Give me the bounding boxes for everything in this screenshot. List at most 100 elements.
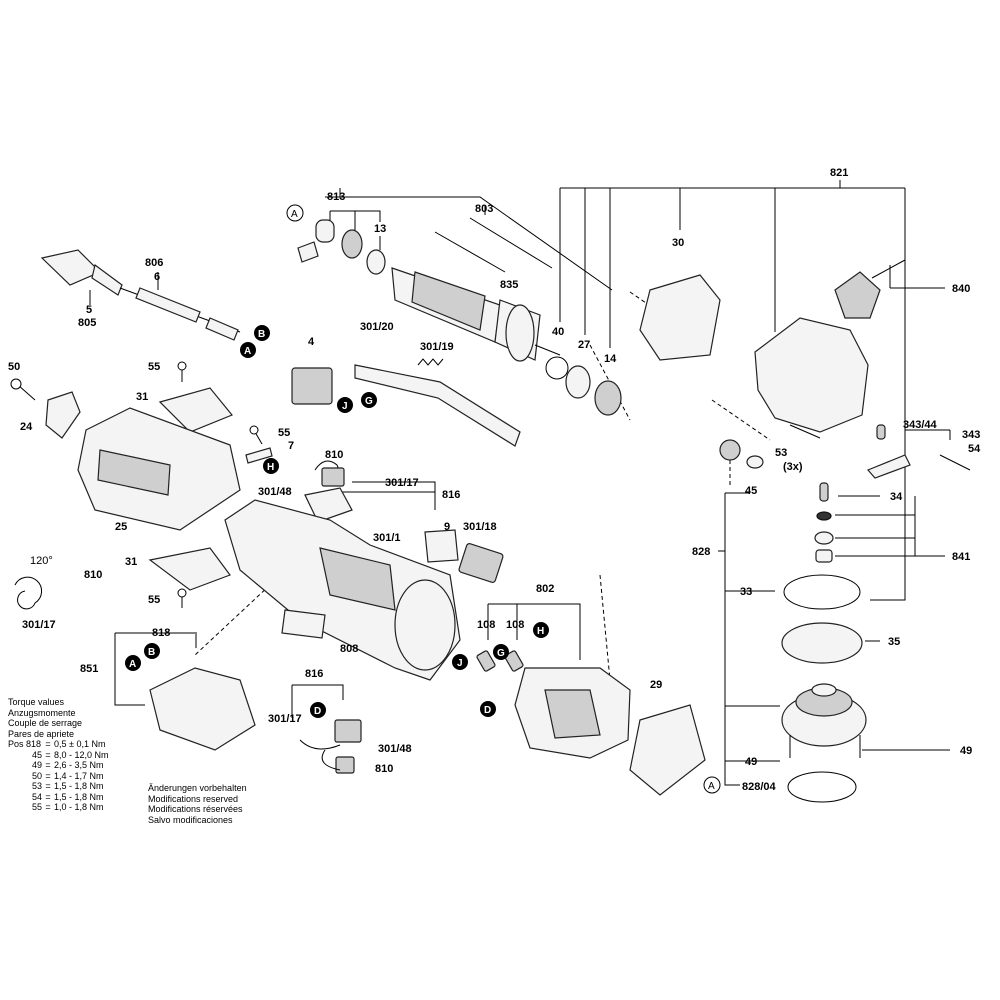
o-ring <box>816 511 832 521</box>
svg-text:J: J <box>457 658 463 669</box>
torque-row: 54 = 1,5 - 1,8 Nm <box>8 792 138 803</box>
part-label: 25 <box>115 521 127 533</box>
part-label: 840 <box>952 283 970 295</box>
svg-text:A: A <box>291 209 298 220</box>
part-label: 40 <box>552 326 564 338</box>
marker-d: D <box>480 701 496 717</box>
bearing <box>341 229 363 259</box>
part-label: 810 <box>84 569 102 581</box>
marker-b: B <box>254 325 270 341</box>
svg-text:G: G <box>365 396 373 407</box>
part-label: 14 <box>604 353 617 365</box>
torque-row: 55 = 1,0 - 1,8 Nm <box>8 802 138 813</box>
torque-eq: = <box>45 781 51 791</box>
insulation-sheet <box>424 529 459 563</box>
part-label: 835 <box>500 279 518 291</box>
torque-value: 1,4 - 1,7 Nm <box>54 770 104 781</box>
cover-plate <box>158 387 233 433</box>
screw <box>789 424 821 439</box>
o-ring <box>783 574 861 610</box>
part-label: 50 <box>8 361 20 373</box>
torque-value: 1,0 - 1,8 Nm <box>54 802 104 812</box>
motor-housing-grille <box>97 449 171 496</box>
pinion-gear <box>719 439 741 461</box>
remark-line: Änderungen vorbehalten <box>148 783 247 793</box>
marker-a: A <box>125 655 141 671</box>
marker-j: J <box>452 654 468 670</box>
marker-d: D <box>310 702 326 718</box>
svg-text:A: A <box>129 659 136 670</box>
torque-row: 45 = 8,0 - 12,0 Nm <box>8 750 138 761</box>
torque-value: 2,6 - 3,5 Nm <box>54 760 104 770</box>
svg-text:A: A <box>244 346 251 357</box>
reference-markers: A A B A J G H B <box>125 204 721 794</box>
screw <box>254 431 263 445</box>
part-label: 301/17 <box>22 619 56 631</box>
bearing <box>594 380 622 416</box>
pin <box>819 482 829 502</box>
holder <box>149 667 256 751</box>
fan-guide <box>629 704 706 796</box>
torque-title: Pares de apriete <box>8 728 75 739</box>
armature <box>391 267 561 362</box>
svg-text:A: A <box>708 781 715 792</box>
spindle-lock-button <box>834 271 881 319</box>
switch-module <box>291 367 333 405</box>
torque-row: 53 = 1,5 - 1,8 Nm <box>8 781 138 792</box>
part-label: 5 <box>86 304 92 316</box>
part-label: 120° <box>30 555 53 567</box>
stator <box>514 667 631 759</box>
part-label: 24 <box>20 421 33 433</box>
power-cord <box>40 249 241 341</box>
fan-baffle <box>639 274 721 361</box>
part-label: 301/17 <box>385 477 419 489</box>
insulation-sheet <box>281 609 326 639</box>
part-label: 301/18 <box>463 521 497 533</box>
bearing <box>814 531 834 545</box>
part-label: 49 <box>745 756 757 768</box>
marker-j: J <box>337 397 353 413</box>
connector-board <box>334 719 362 743</box>
carbon-brush <box>504 650 524 672</box>
bearing-flange <box>781 683 867 747</box>
torque-pos: Pos 818 <box>8 739 42 749</box>
brush-holder <box>297 241 319 263</box>
marker-h: H <box>533 622 549 638</box>
part-label: 13 <box>374 223 386 235</box>
part-label: 816 <box>305 668 323 680</box>
part-label: 31 <box>125 556 137 568</box>
part-label: 6 <box>154 271 160 283</box>
torque-title: Couple de serrage <box>8 718 83 728</box>
marker-b: B <box>144 643 160 659</box>
torque-pos: 49 <box>31 760 42 770</box>
screw <box>17 384 36 401</box>
main-housing-grille <box>319 547 396 611</box>
part-label: 805 <box>78 317 96 329</box>
part-label: 7 <box>288 440 294 452</box>
lever <box>866 454 911 479</box>
torque-title: Torque values <box>8 697 65 707</box>
cover-plate <box>148 547 231 591</box>
torque-eq: = <box>45 802 51 812</box>
connector <box>335 756 355 774</box>
svg-text:D: D <box>484 705 491 716</box>
torque-pos: 55 <box>31 802 42 812</box>
washer <box>746 455 764 469</box>
part-label: 821 <box>830 167 848 179</box>
part-label: 818 <box>152 627 170 639</box>
torque-pos: 45 <box>31 749 42 760</box>
torque-row: 49 = 2,6 - 3,5 Nm <box>8 760 138 771</box>
electronics-module <box>458 543 504 583</box>
o-ring <box>565 365 591 399</box>
part-label: 841 <box>952 551 970 563</box>
torque-eq: = <box>45 760 51 770</box>
wire <box>299 739 341 771</box>
marker-h: H <box>263 458 279 474</box>
spring <box>417 358 444 366</box>
part-label: 808 <box>340 643 358 655</box>
part-label: 343/44 <box>903 419 938 431</box>
bearing <box>366 249 386 275</box>
svg-text:H: H <box>537 626 544 637</box>
part-label: 108 <box>477 619 495 631</box>
